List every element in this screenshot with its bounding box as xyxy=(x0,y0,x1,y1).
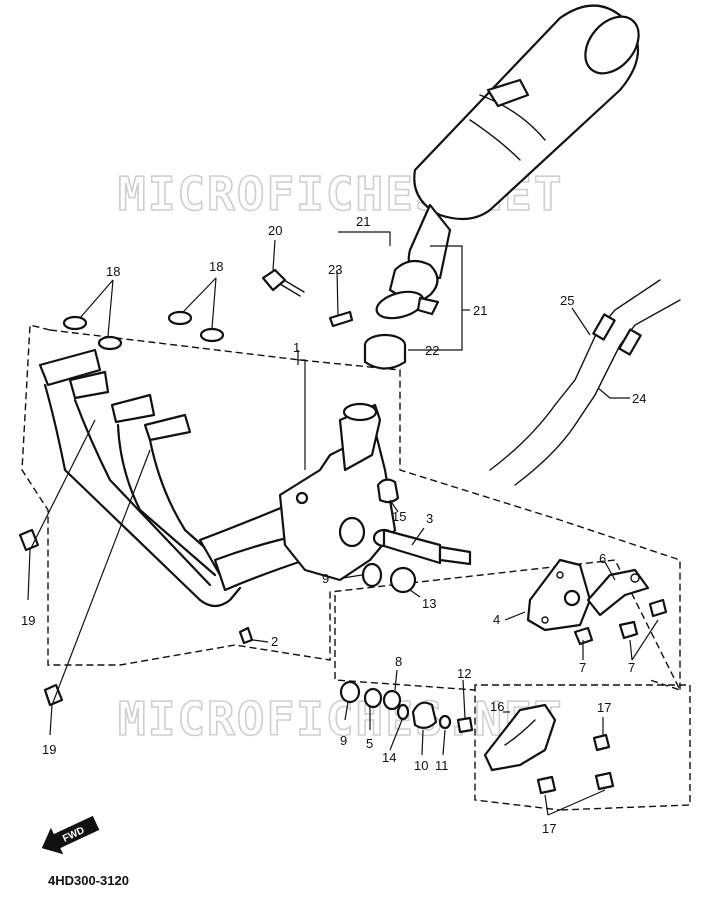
bracket-4 xyxy=(526,558,592,632)
exhaust-headers xyxy=(38,348,312,608)
callout-20: 20 xyxy=(268,223,282,238)
callout-13: 13 xyxy=(422,596,436,611)
gasket-22 xyxy=(363,333,407,370)
screw-2 xyxy=(238,626,254,645)
bolt-20 xyxy=(261,268,305,297)
callout-25: 25 xyxy=(560,293,574,308)
callout-4: 4 xyxy=(493,612,500,627)
callout-23: 23 xyxy=(328,262,342,277)
callouts: 1 2 3 4 5 6 7 7 8 9 9 10 11 12 13 14 15 … xyxy=(21,214,646,836)
nut-19-upper xyxy=(18,528,40,552)
callout-19a: 19 xyxy=(21,613,35,628)
callout-2: 2 xyxy=(271,634,278,649)
callout-18a: 18 xyxy=(106,264,120,279)
cover-16 xyxy=(483,703,557,772)
callout-9b: 9 xyxy=(340,733,347,748)
callout-3: 3 xyxy=(426,511,433,526)
assembly-outline-main xyxy=(21,324,682,692)
forward-arrow-icon: FWD xyxy=(41,815,100,855)
callout-16: 16 xyxy=(490,699,504,714)
bolts-17 xyxy=(536,733,615,795)
callout-8: 8 xyxy=(395,654,402,669)
callout-22: 22 xyxy=(425,343,439,358)
assembly-outline-upper xyxy=(49,329,681,690)
callout-15: 15 xyxy=(392,509,406,524)
callout-11: 11 xyxy=(435,758,449,773)
shaft-3 xyxy=(372,528,472,566)
callout-7a: 7 xyxy=(579,660,586,675)
bushing-9-lower xyxy=(339,680,361,704)
callout-7b: 7 xyxy=(628,660,635,675)
assembly-outline-guard xyxy=(474,684,691,811)
screw-11 xyxy=(438,714,452,730)
callout-18b: 18 xyxy=(209,259,223,274)
callout-21b: 21 xyxy=(473,303,487,318)
callout-6: 6 xyxy=(599,551,606,566)
bushing-13 xyxy=(389,566,417,594)
leader-lines xyxy=(27,231,659,816)
muffler xyxy=(388,4,640,307)
pulley-10 xyxy=(411,701,438,729)
callout-19b: 19 xyxy=(42,742,56,757)
lever-6 xyxy=(586,568,650,617)
callout-17a: 17 xyxy=(597,700,611,715)
callout-17b: 17 xyxy=(542,821,556,836)
callout-9a: 9 xyxy=(322,571,329,586)
callout-21a: 21 xyxy=(356,214,370,229)
callout-10: 10 xyxy=(414,758,428,773)
cables-24-25 xyxy=(489,279,681,486)
watermark-bottom: MICROFICHES.NET xyxy=(118,692,563,746)
diagram-code: 4HD300-3120 xyxy=(48,873,129,888)
callout-12: 12 xyxy=(457,666,471,681)
bushing-9-upper xyxy=(361,562,383,588)
exhaust-gaskets-18 xyxy=(62,310,225,351)
washer-8 xyxy=(382,689,402,711)
washer-5 xyxy=(363,687,383,709)
muffler-clamp xyxy=(328,290,440,328)
callout-1: 1 xyxy=(293,340,300,355)
screws-7 xyxy=(573,598,668,646)
callout-5: 5 xyxy=(366,736,373,751)
screw-12 xyxy=(456,716,474,734)
cap-15 xyxy=(376,478,400,504)
callout-14: 14 xyxy=(382,750,396,765)
callout-24: 24 xyxy=(632,391,646,406)
collector-pipe-1 xyxy=(278,402,397,582)
clip-14 xyxy=(396,703,410,721)
